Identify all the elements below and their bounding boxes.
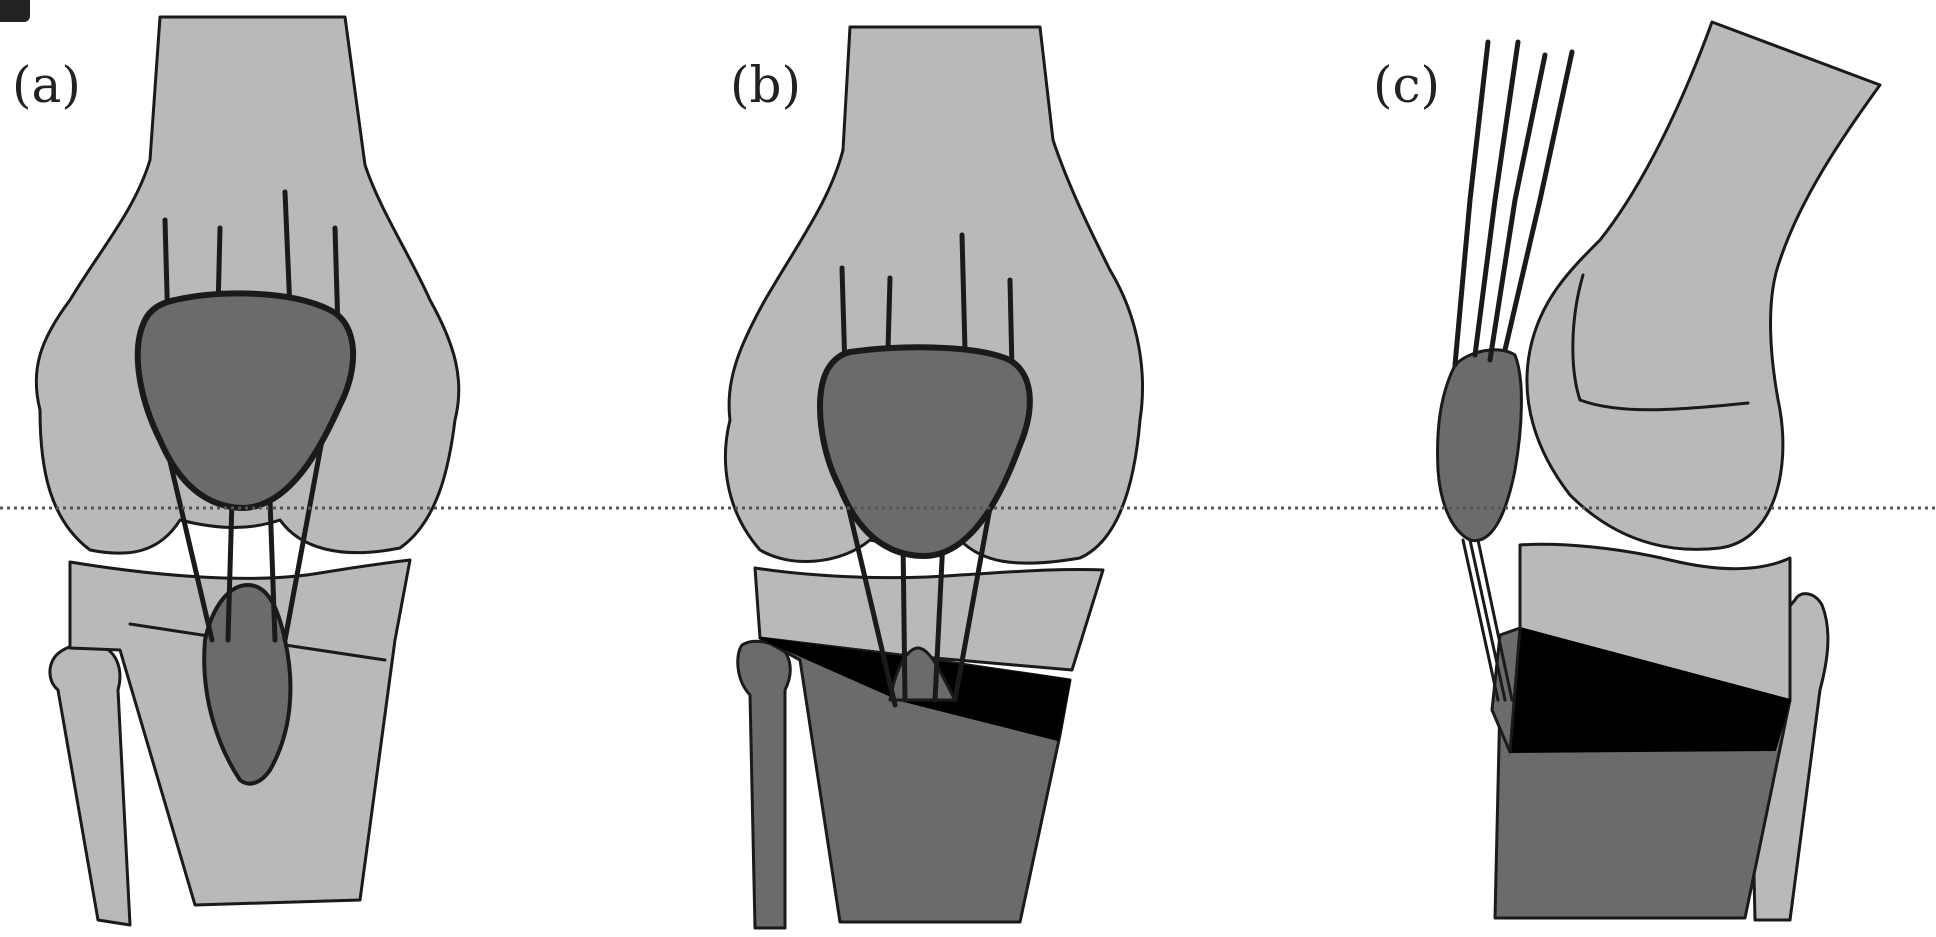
panel-b (725, 27, 1142, 928)
panel-a (36, 17, 459, 925)
fibula-a (50, 644, 130, 925)
patella-c (1438, 350, 1522, 541)
panel-c (1438, 22, 1880, 920)
fibula-b (738, 641, 790, 928)
